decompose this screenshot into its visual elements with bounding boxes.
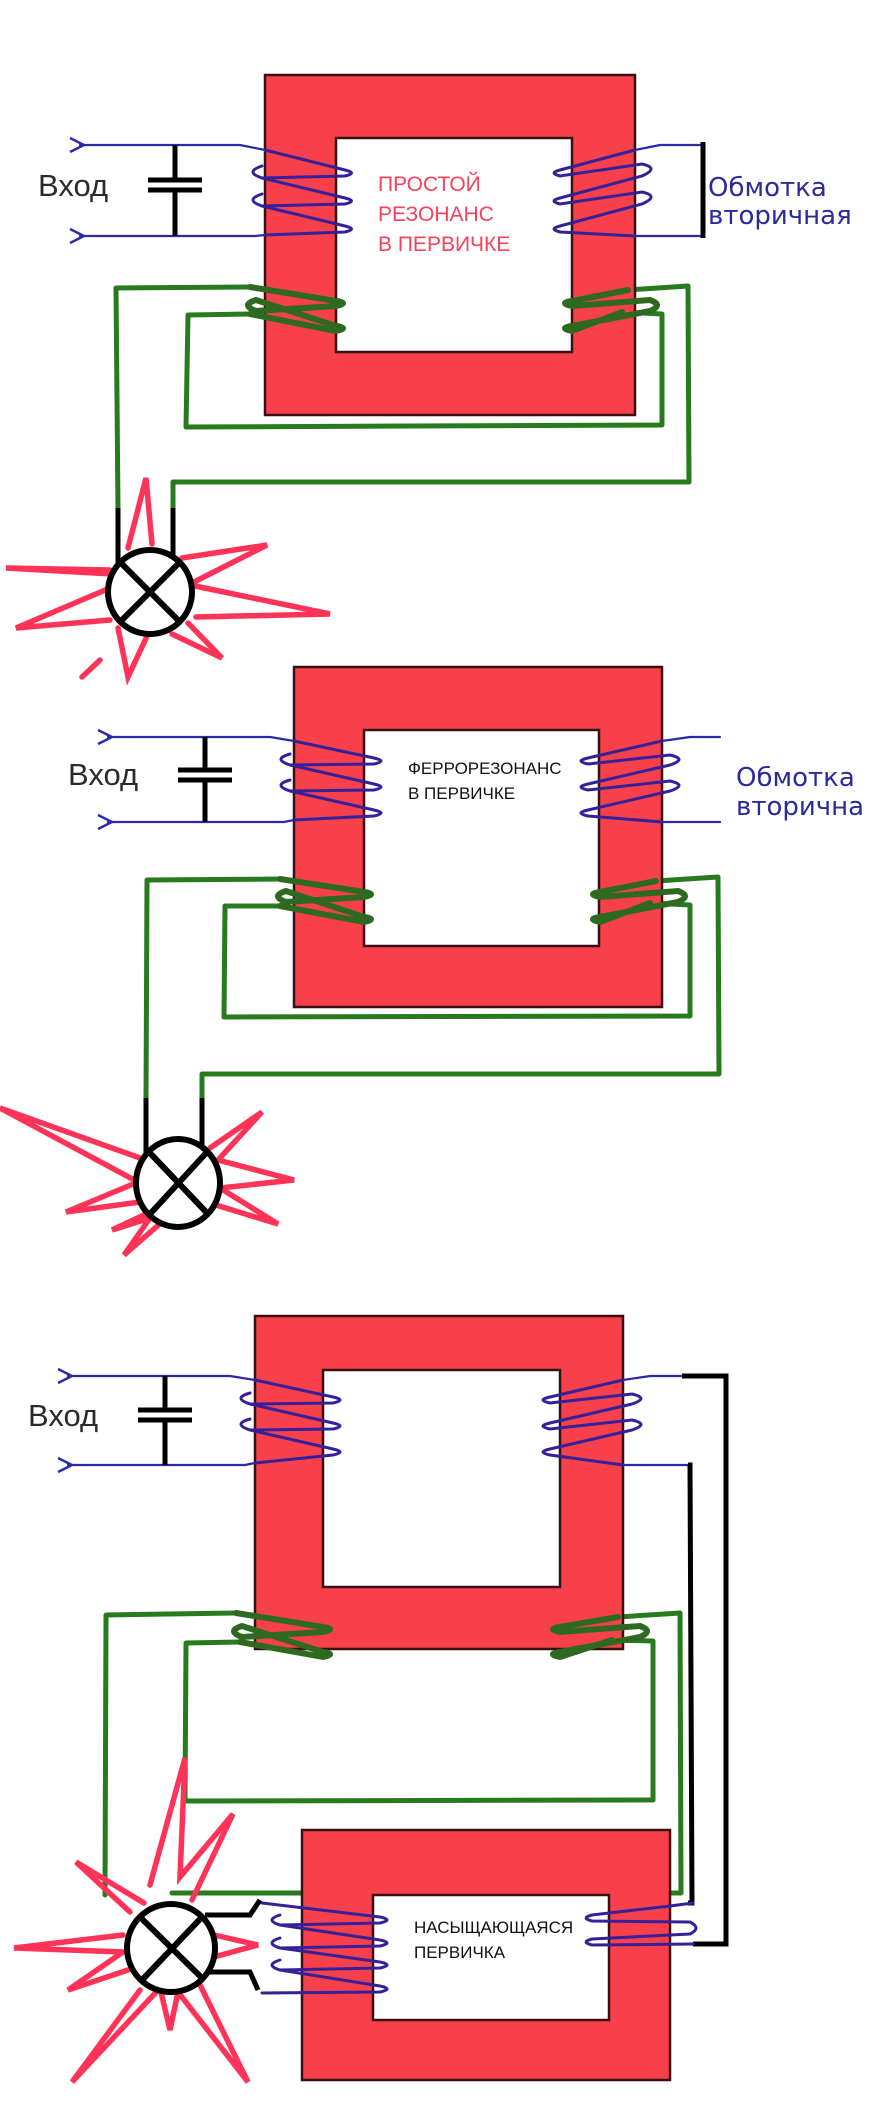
control-coil-right [562,287,660,335]
diagram-simple-resonance: Вход Обмотка вторичная ПРОСТОЙ РЕЗОНАНС … [5,73,852,686]
input-arrow-icon [57,1456,75,1474]
input-wire-top [78,143,267,152]
saturating-primary-coil [260,1901,389,1995]
diagram-note: ПЕРВИЧКА [414,1943,506,1962]
diagram-note: В ПЕРВИЧКЕ [408,784,515,803]
input-arrow-icon [97,813,115,831]
input-arrow-icon [57,1367,75,1385]
control-winding-outer-loop [143,874,722,1103]
saturating-secondary-coil [584,1901,698,1947]
input-wire-bottom [106,818,296,824]
core-window [321,1368,562,1589]
diagram-note: НАСЫЩАЮЩАЯСЯ [414,1918,573,1937]
link-wire-outer [682,1373,729,1947]
control-coil-right [590,878,688,926]
secondary-label: Обмотка [736,763,855,793]
input-wire-top [66,1374,257,1382]
lamp-glow-rays [13,1757,259,2084]
secondary-coil-right [579,735,722,824]
secondary-label: вторична [736,792,864,822]
control-coil-left [245,284,346,335]
diagram-note: РЕЗОНАНС [378,203,494,226]
diagram-note: В ПЕРВИЧКЕ [378,233,510,256]
diagram-note: ФЕРРОРЕЗОНАНС [408,759,562,778]
input-label: Вход [68,757,138,792]
capacitor-icon [138,1376,192,1465]
diagram-saturating-primary: Вход НАСЫ [13,1314,729,2084]
input-arrow-icon [69,136,87,154]
diagram-note: ПРОСТОЙ [378,172,481,196]
input-arrow-icon [69,227,87,245]
lamp-icon [0,1098,295,1258]
control-coil-right [550,1614,650,1661]
capacitor-icon [148,145,202,236]
primary-coil-left [279,739,383,822]
lamp-glow-rays [5,477,331,686]
input-wire-bottom [78,233,267,238]
primary-coil-left [239,1378,342,1465]
link-wire-inner [687,1462,695,1906]
input-arrow-icon [97,728,115,746]
primary-coil-left [251,148,353,237]
input-wire-top [106,735,296,743]
secondary-coil-right [552,142,706,238]
secondary-label: вторичная [708,201,852,231]
lamp-icon [5,477,331,686]
diagram-ferroresonance: Вход Обмотка вторична ФЕРРОРЕЗОНАНС В ПЕ… [0,665,864,1258]
control-winding-outer-loop [113,283,692,513]
input-label: Вход [38,168,108,203]
control-coil-left [231,1610,333,1661]
secondary-coil-right [541,1374,690,1467]
lamp-icon [13,1757,263,2084]
capacitor-icon [178,737,232,822]
core-window [334,136,574,354]
secondary-label: Обмотка [708,173,827,203]
input-wire-bottom [66,1461,257,1467]
core-window [371,1893,611,2022]
core-window [362,728,601,948]
control-coil-left [275,876,374,926]
input-label: Вход [28,1398,98,1433]
